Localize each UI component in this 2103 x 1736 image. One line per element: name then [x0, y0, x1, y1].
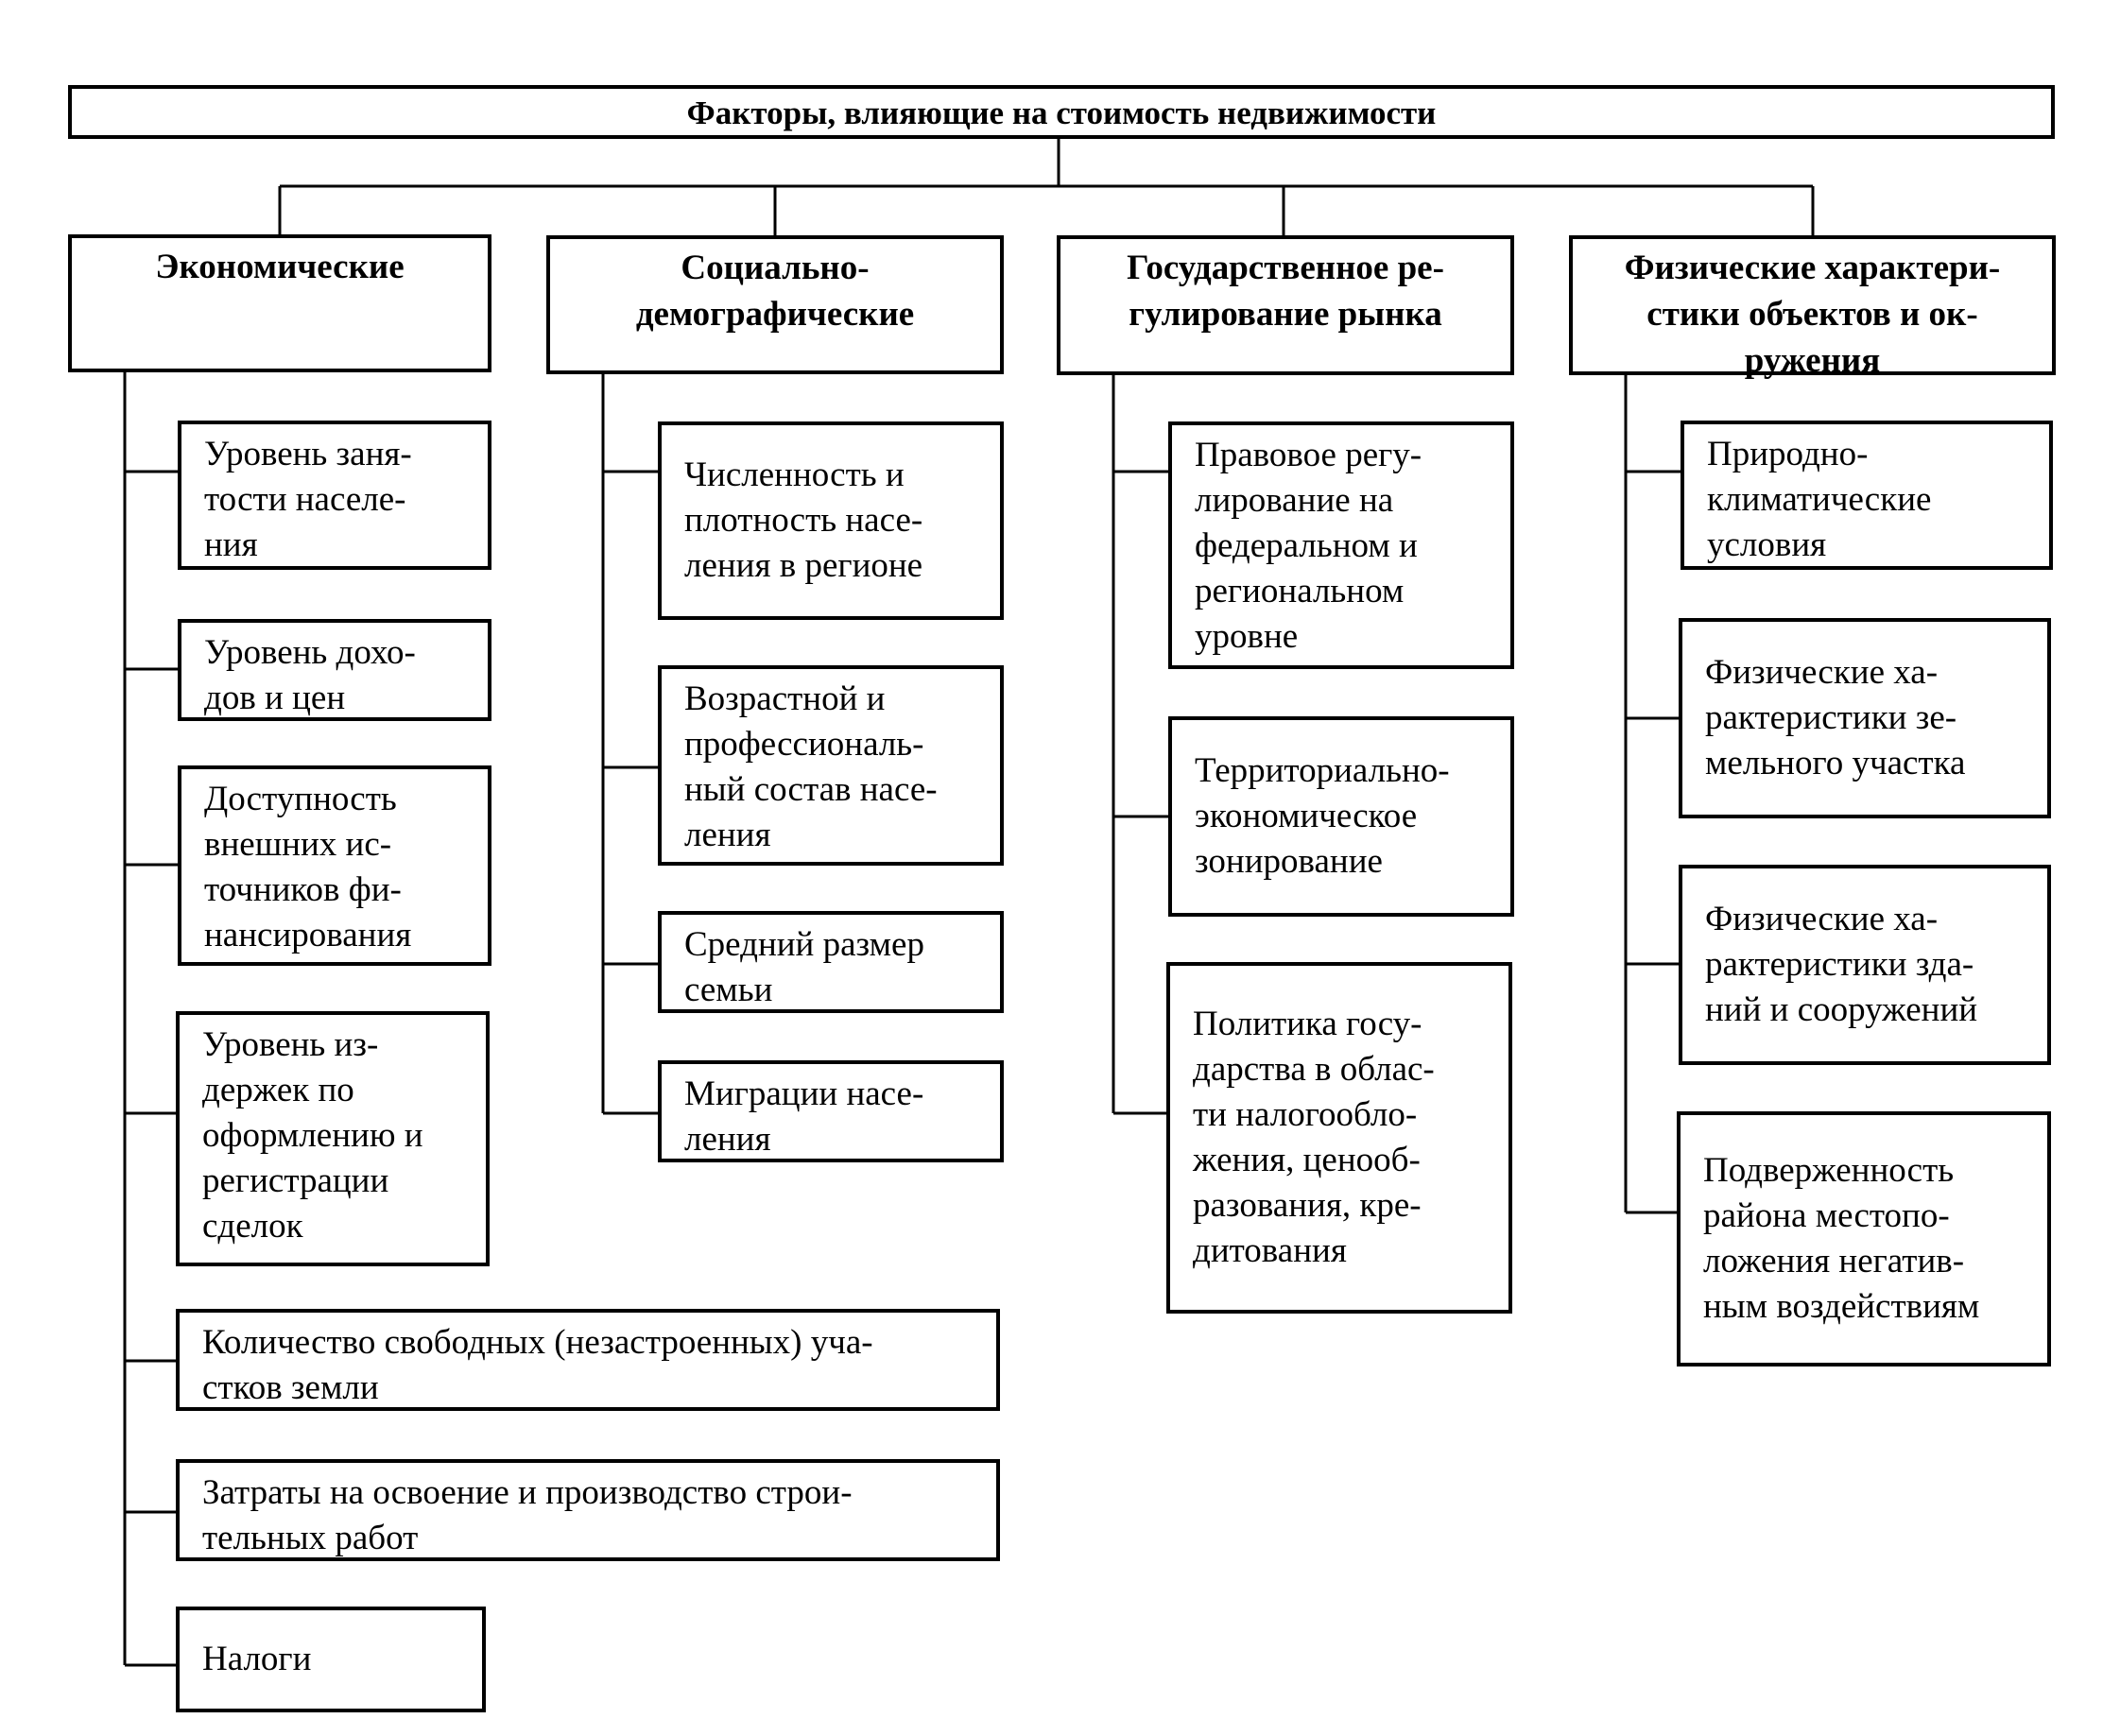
factor-label: Затраты на освоение и производство строи… [202, 1473, 853, 1557]
diagram-title: Факторы, влияющие на стоимость недвижимо… [68, 85, 2055, 139]
category-state-regulation-label: Государственное ре- гулирование рынка [1127, 249, 1444, 334]
factor-label: Миграции насе- ления [684, 1074, 924, 1159]
factor-box-family-size: Средний размер семьи [658, 911, 1004, 1013]
factor-box-legal-regulation: Правовое регу- лирование на федеральном … [1168, 421, 1514, 669]
factor-box-negative-impact: Подверженность района местопо- ложения н… [1677, 1111, 2051, 1366]
factor-label: Территориально- экономическое зонировани… [1195, 751, 1450, 881]
factor-label: Физические ха- рактеристики зе- мельного… [1705, 653, 1966, 782]
factor-label: Доступность внешних ис- точников фи- нан… [204, 780, 412, 954]
factor-box-financing: Доступность внешних ис- точников фи- нан… [178, 765, 491, 966]
factor-label: Возрастной и профессиональ- ный состав н… [684, 679, 938, 854]
category-physical-label: Физические характери- стики объектов и о… [1624, 249, 2001, 380]
factor-label: Численность и плотность насе- ления в ре… [684, 455, 923, 585]
category-social-demographic-label: Социально- демографические [635, 249, 915, 334]
factor-box-climate: Природно- климатические условия [1681, 421, 2053, 570]
factor-box-free-land: Количество свободных (незастроенных) уча… [176, 1309, 1000, 1411]
factor-box-zoning: Территориально- экономическое зонировани… [1168, 716, 1514, 917]
factor-label: Уровень из- держек по оформлению и регис… [202, 1025, 423, 1246]
factor-box-income-prices: Уровень дохо- дов и цен [178, 619, 491, 721]
factor-label: Правовое регу- лирование на федеральном … [1195, 436, 1422, 656]
factor-label: Политика госу- дарства в облас- ти налог… [1193, 1005, 1435, 1270]
factor-box-construction-costs: Затраты на освоение и производство строи… [176, 1459, 1000, 1561]
factor-label: Количество свободных (незастроенных) уча… [202, 1323, 873, 1407]
category-state-regulation: Государственное ре- гулирование рынка [1057, 235, 1514, 375]
factor-label: Средний размер семьи [684, 925, 924, 1009]
factor-label: Физические ха- рактеристики зда- ний и с… [1705, 900, 1978, 1029]
factor-label: Уровень заня- тости населе- ния [204, 435, 412, 564]
factor-label: Налоги [202, 1640, 312, 1678]
factor-box-population-density: Численность и плотность насе- ления в ре… [658, 421, 1004, 620]
diagram-title-text: Факторы, влияющие на стоимость недвижимо… [686, 95, 1437, 131]
factor-box-land-characteristics: Физические ха- рактеристики зе- мельного… [1679, 618, 2051, 818]
factor-box-age-professional: Возрастной и профессиональ- ный состав н… [658, 665, 1004, 866]
factor-box-state-policy: Политика госу- дарства в облас- ти налог… [1166, 962, 1512, 1314]
factor-label: Природно- климатические условия [1707, 435, 1932, 564]
category-social-demographic: Социально- демографические [546, 235, 1004, 374]
category-economic: Экономические [68, 234, 491, 372]
factor-label: Уровень дохо- дов и цен [204, 633, 416, 717]
factor-box-building-characteristics: Физические ха- рактеристики зда- ний и с… [1679, 865, 2051, 1065]
factor-box-taxes: Налоги [176, 1607, 486, 1712]
factor-box-migration: Миграции насе- ления [658, 1060, 1004, 1162]
factor-box-transaction-costs: Уровень из- держек по оформлению и регис… [176, 1011, 490, 1266]
category-physical: Физические характери- стики объектов и о… [1569, 235, 2056, 380]
factor-label: Подверженность района местопо- ложения н… [1703, 1151, 1980, 1326]
factor-box-employment: Уровень заня- тости населе- ния [178, 421, 491, 570]
category-economic-label: Экономические [155, 248, 405, 286]
